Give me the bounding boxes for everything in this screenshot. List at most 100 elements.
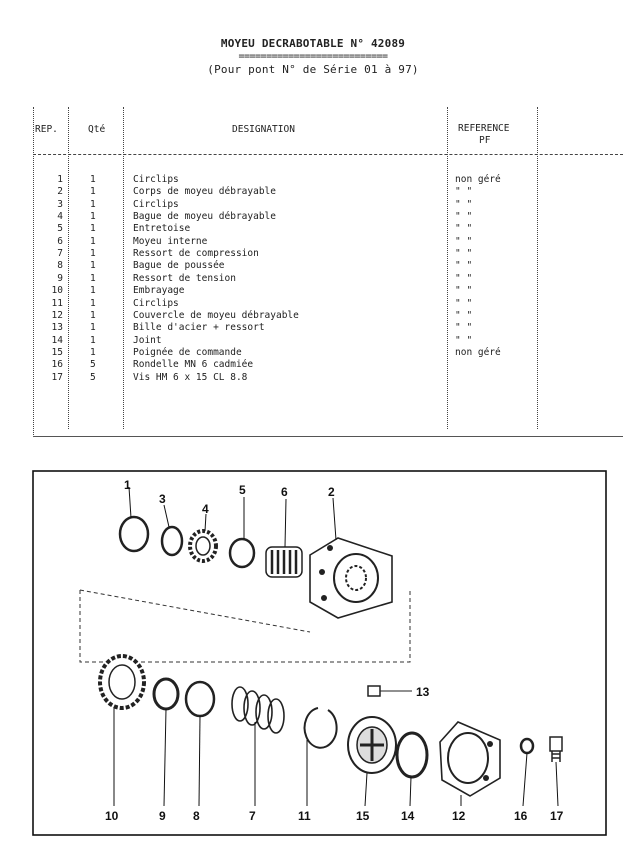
- cell-rep: 5: [57, 223, 63, 235]
- cell-designation: Entretoise: [133, 223, 191, 235]
- cell-qty: 1: [90, 248, 96, 260]
- callout-label: 15: [356, 809, 370, 823]
- cell-reference: " ": [455, 198, 473, 210]
- callout-label: 3: [159, 492, 166, 506]
- cell-reference: " ": [455, 334, 473, 346]
- callout-label: 7: [249, 809, 256, 823]
- cell-rep: 3: [57, 198, 63, 210]
- diagram-frame: [32, 470, 607, 836]
- cell-qty: 1: [90, 334, 96, 346]
- cell-reference: " ": [455, 272, 473, 284]
- callout-label: 9: [159, 809, 166, 823]
- cell-designation: Circlips: [133, 297, 179, 309]
- callout-label: 2: [328, 485, 335, 499]
- part-compression-spring-7: [231, 686, 285, 734]
- cell-reference: " ": [455, 322, 473, 334]
- cell-reference: " ": [455, 309, 473, 321]
- cell-designation: Embrayage: [133, 285, 185, 297]
- column-separator: [123, 107, 124, 429]
- cell-rep: 4: [57, 211, 63, 223]
- column-header-reference: REFERENCE: [458, 123, 510, 134]
- part-seal-14: [395, 731, 429, 779]
- cell-rep: 13: [51, 322, 63, 334]
- cell-rep: 15: [51, 346, 63, 358]
- part-hub-body-2: [309, 537, 393, 619]
- cell-designation: Vis HM 6 x 15 CL 8.8: [133, 371, 248, 383]
- cell-reference: " ": [455, 186, 473, 198]
- callout-label: 11: [298, 809, 311, 823]
- cell-designation: Ressort de tension: [133, 272, 236, 284]
- column-separator: [537, 107, 538, 429]
- part-control-knob-15: [347, 716, 397, 774]
- cell-designation: Poignée de commande: [133, 346, 242, 358]
- callout-label: 13: [416, 685, 430, 699]
- cell-rep: 7: [57, 248, 63, 260]
- column-separator: [68, 107, 69, 429]
- cell-qty: 1: [90, 322, 96, 334]
- cell-rep: 6: [57, 235, 63, 247]
- callout-label: 4: [202, 502, 209, 516]
- cell-reference: " ": [455, 235, 473, 247]
- cell-designation: Circlips: [133, 174, 179, 185]
- callout-label: 16: [514, 809, 528, 823]
- part-clutch-10: [98, 654, 146, 710]
- cell-qty: 1: [90, 186, 96, 198]
- part-screw-17: [549, 736, 563, 762]
- cell-rep: 14: [51, 334, 63, 346]
- callout-label: 6: [281, 485, 288, 499]
- cell-qty: 1: [90, 223, 96, 235]
- cell-designation: Circlips: [133, 198, 179, 210]
- callout-leader-lines: [113, 486, 559, 807]
- cell-designation: Bague de moyeu débrayable: [133, 211, 276, 223]
- cell-qty: 1: [90, 235, 96, 247]
- assembly-dashed-line: [79, 588, 411, 663]
- callout-label: 1: [124, 478, 131, 492]
- cell-qty: 1: [90, 272, 96, 284]
- cell-designation: Bague de poussée: [133, 260, 225, 272]
- cell-qty: 1: [90, 198, 96, 210]
- column-header-reference-pf: PF: [479, 135, 491, 146]
- cell-designation: Couvercle de moyeu débrayable: [133, 309, 299, 321]
- cell-reference: " ": [455, 248, 473, 260]
- cell-rep: 2: [57, 186, 63, 198]
- cell-rep: 16: [51, 359, 63, 371]
- part-circlips-11: [303, 707, 338, 749]
- part-steel-ball-spring-13: [367, 685, 412, 697]
- callout-label: 12: [452, 809, 466, 823]
- header-separator: [33, 154, 623, 155]
- cell-rep: 9: [57, 272, 63, 284]
- cell-qty: 5: [90, 359, 96, 371]
- cell-reference: " ": [455, 297, 473, 309]
- cell-reference: " ": [455, 211, 473, 223]
- callout-label: 10: [105, 809, 119, 823]
- cell-designation: Bille d'acier + ressort: [133, 322, 265, 334]
- cell-reference: " ": [455, 260, 473, 272]
- assembly-dashed-line: [79, 589, 311, 633]
- cell-qty: 1: [90, 174, 96, 185]
- column-header-designation: DESIGNATION: [232, 124, 295, 135]
- cell-qty: 1: [90, 346, 96, 358]
- cell-rep: 10: [51, 285, 63, 297]
- cell-rep: 1: [57, 174, 63, 185]
- cell-reference: non géré: [455, 174, 501, 185]
- cell-designation: Joint: [133, 334, 162, 346]
- cell-rep: 11: [51, 297, 63, 309]
- part-thrust-ring-8: [184, 680, 216, 718]
- part-hub-ring-4: [188, 529, 218, 563]
- cell-qty: 1: [90, 297, 96, 309]
- part-circlips-3: [160, 525, 184, 557]
- cell-reference: " ": [455, 223, 473, 235]
- cell-rep: 17: [51, 371, 63, 383]
- cell-designation: Ressort de compression: [133, 248, 259, 260]
- cell-qty: 1: [90, 260, 96, 272]
- callout-label: 5: [239, 483, 246, 497]
- part-hub-cover-12: [439, 721, 501, 797]
- cell-rep: 12: [51, 309, 63, 321]
- table-left-border: [33, 107, 34, 435]
- table-bottom-rule: [33, 436, 623, 437]
- part-circlips-1: [118, 515, 150, 553]
- cell-reference: non géré: [455, 346, 501, 358]
- cell-qty: 1: [90, 309, 96, 321]
- cell-qty: 1: [90, 285, 96, 297]
- cell-designation: Corps de moyeu débrayable: [133, 186, 276, 198]
